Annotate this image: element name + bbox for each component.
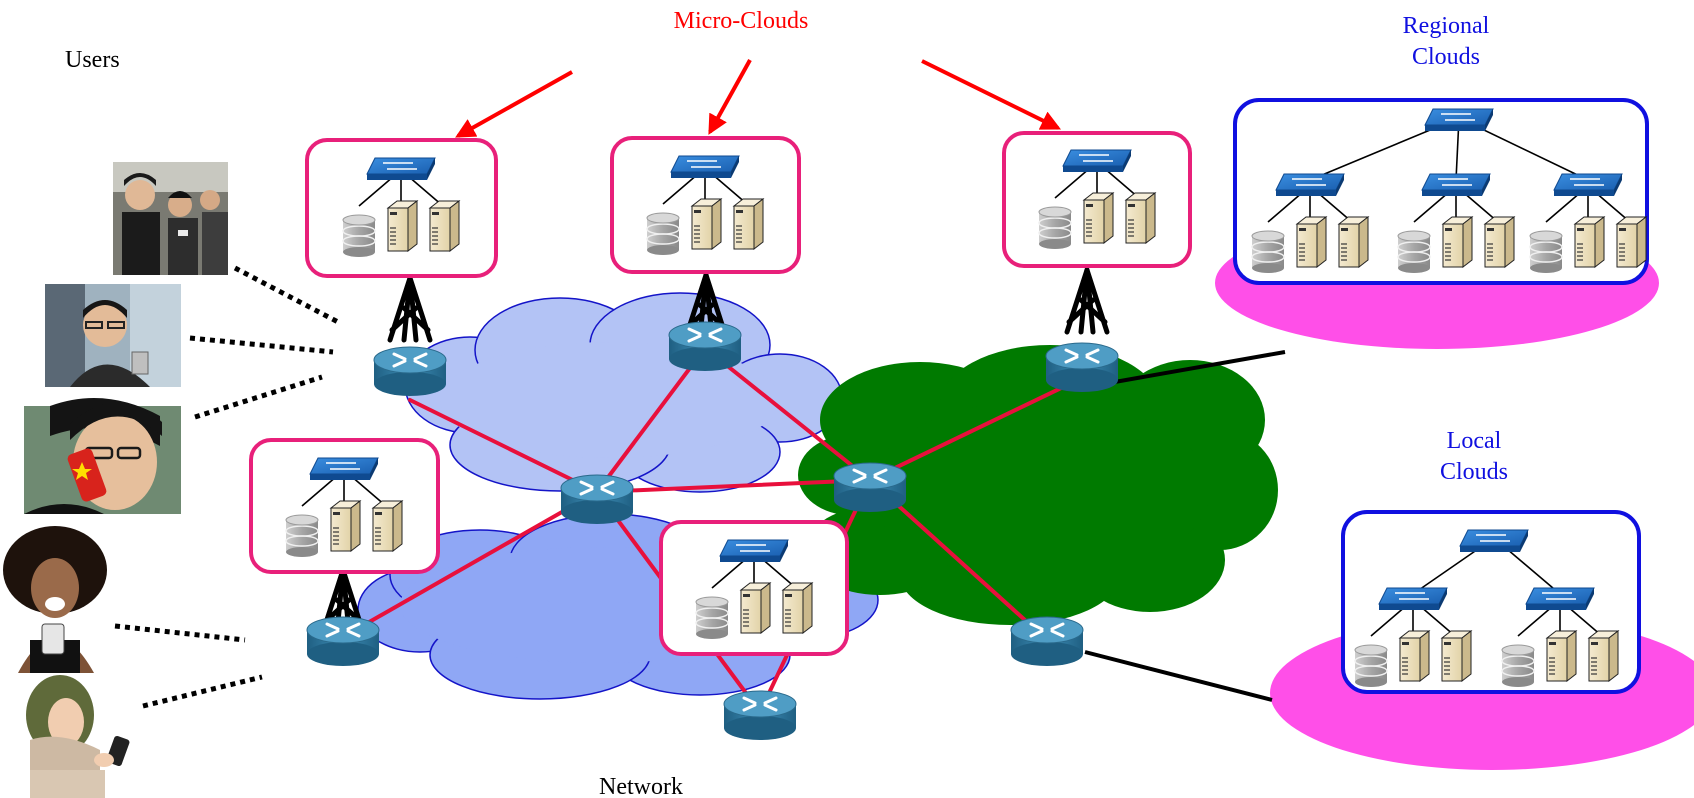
router-green-top	[1044, 341, 1120, 394]
router-upper-middle	[667, 320, 743, 373]
network-cloud-green	[798, 345, 1278, 625]
regional-cloud-box	[1233, 98, 1649, 285]
users-label: Users	[65, 47, 120, 73]
network-label: Network	[599, 774, 683, 798]
local-clouds-label-line2: Clouds	[1440, 459, 1508, 485]
uplink-regional	[1091, 350, 1286, 388]
regional-clouds-label-line1: Regional	[1403, 13, 1490, 39]
micro-cloud-arrows	[455, 59, 1061, 138]
router-lower-left	[305, 615, 381, 668]
user-photo-3	[24, 398, 181, 514]
micro-cloud-5	[659, 520, 849, 656]
network-links	[341, 346, 1084, 714]
router-core-center	[559, 473, 635, 526]
micro-cloud-2	[610, 136, 801, 274]
regional-clouds-label-line2: Clouds	[1412, 44, 1480, 70]
local-clouds-label-line1: Local	[1447, 428, 1502, 454]
user-links	[114, 265, 340, 709]
router-green-bottom	[1009, 615, 1085, 668]
uplinks	[1084, 350, 1286, 702]
user-photo-1	[113, 162, 228, 275]
micro-clouds-label: Micro-Clouds	[674, 8, 809, 34]
micro-cloud-4	[249, 438, 440, 574]
router-upper-left	[372, 345, 448, 398]
uplink-local	[1084, 650, 1273, 702]
micro-cloud-1	[305, 138, 498, 278]
user-photo-4	[3, 526, 107, 673]
micro-cloud-3	[1002, 131, 1192, 268]
user-photo-2	[45, 284, 181, 387]
local-cloud-box	[1341, 510, 1641, 694]
router-bottom	[722, 689, 798, 742]
router-core-right	[832, 461, 908, 514]
user-photo-5	[26, 675, 130, 798]
